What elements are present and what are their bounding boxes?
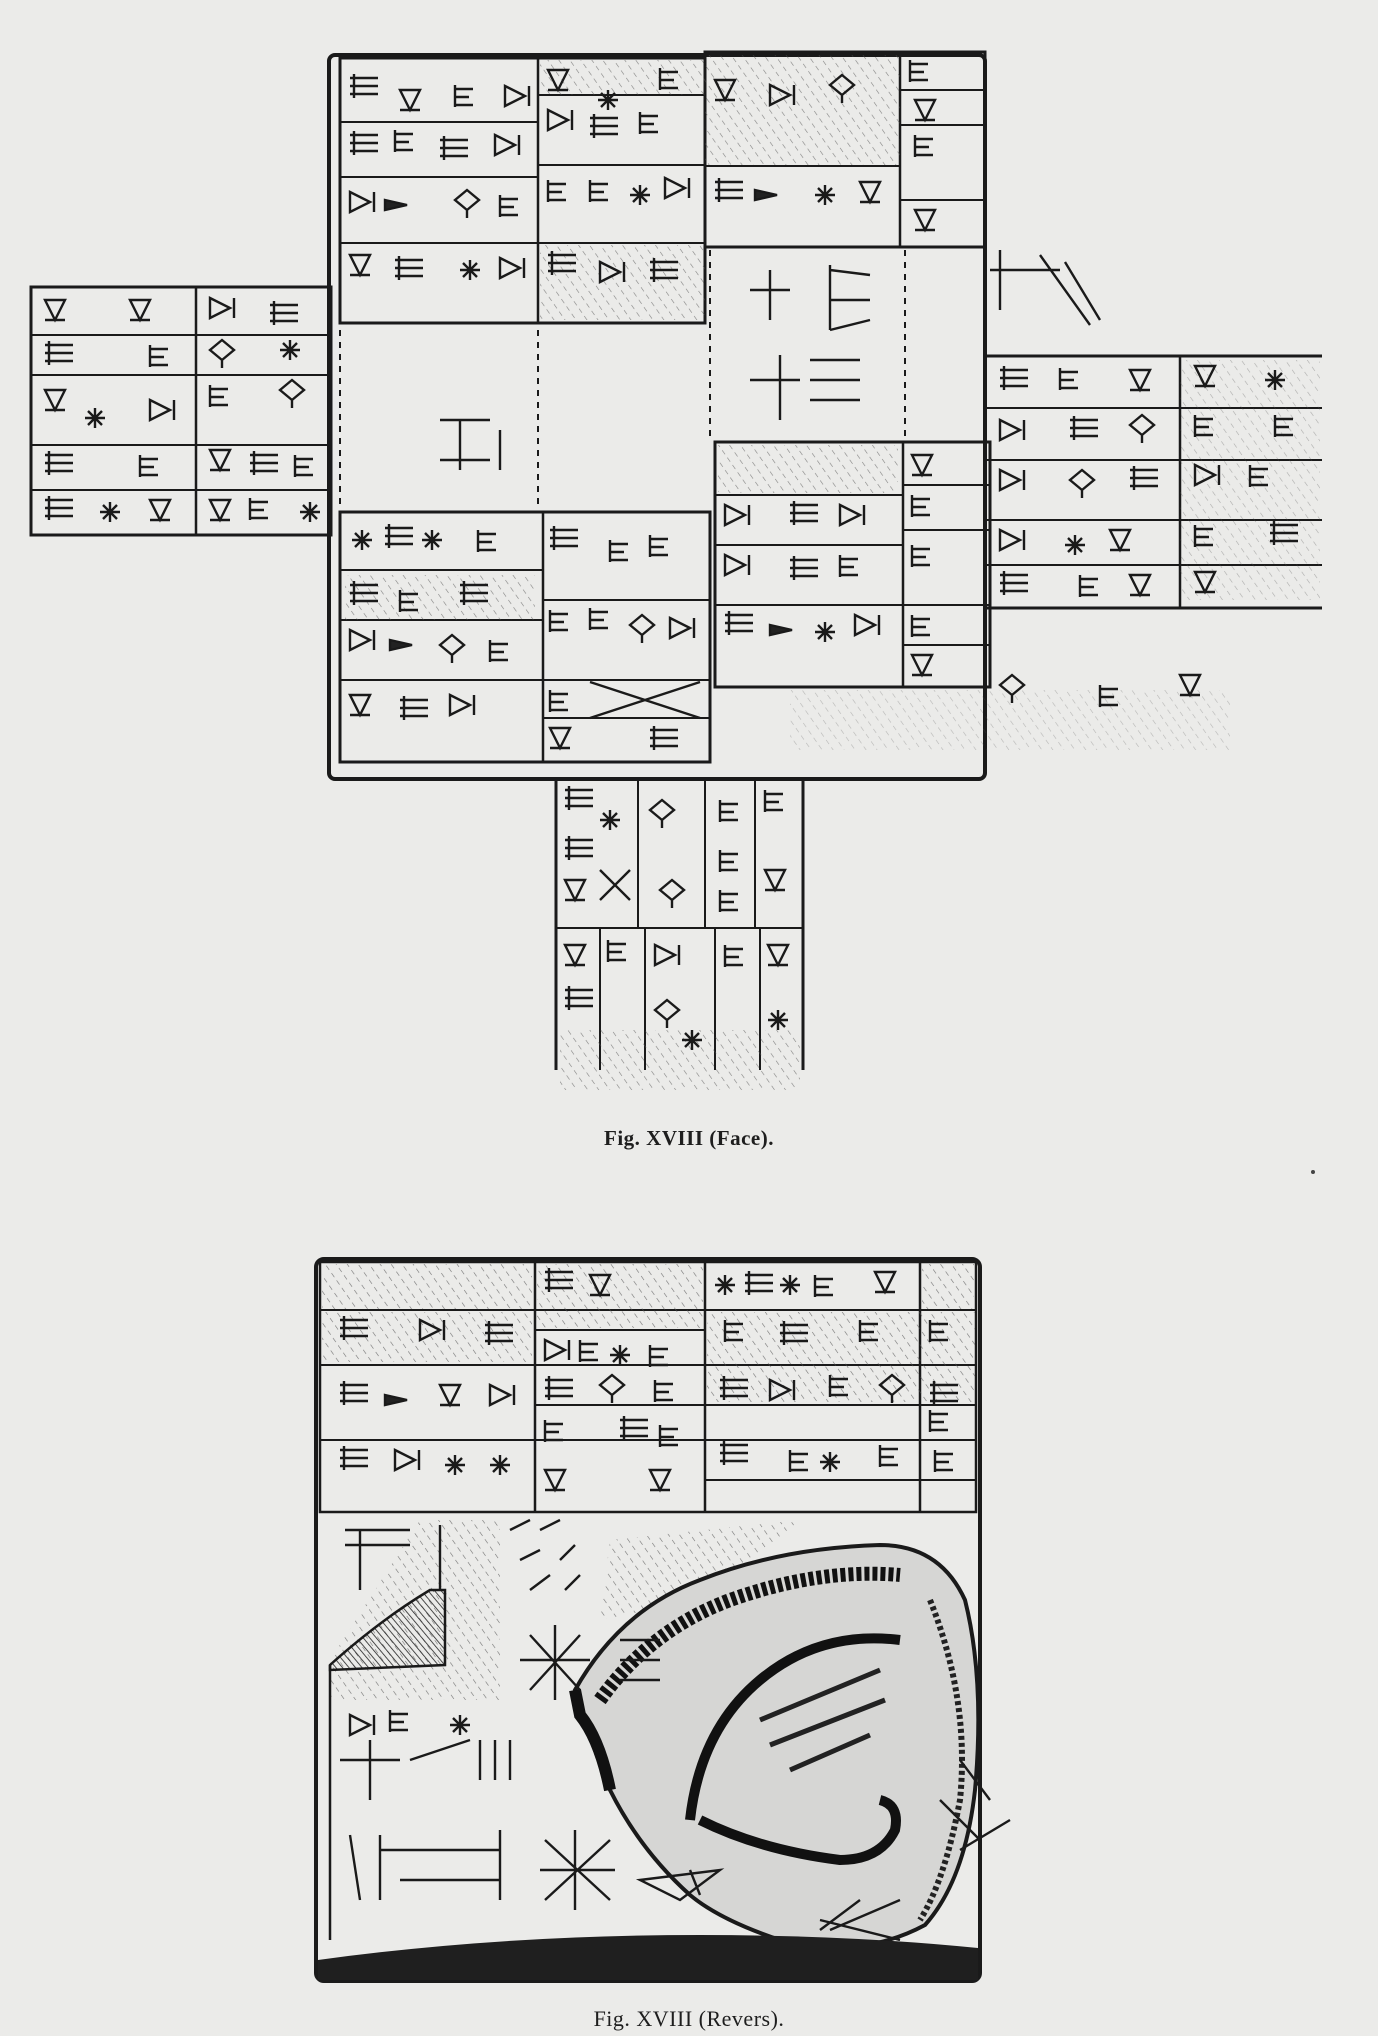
face-signs [43,58,1300,1052]
stray-dot [1311,1170,1315,1174]
face-caption: Fig. XVIII (Face). [604,1126,774,1150]
revers-notch [328,1588,447,1672]
revers-shell-impression [569,1542,981,1950]
revers-ground-strip [318,1935,978,1980]
face-worn-areas [345,55,1320,1090]
revers-caption: Fig. XVIII (Revers). [593,2006,785,2031]
face-figure [29,50,1322,1070]
revers-signs [338,1266,1011,1942]
